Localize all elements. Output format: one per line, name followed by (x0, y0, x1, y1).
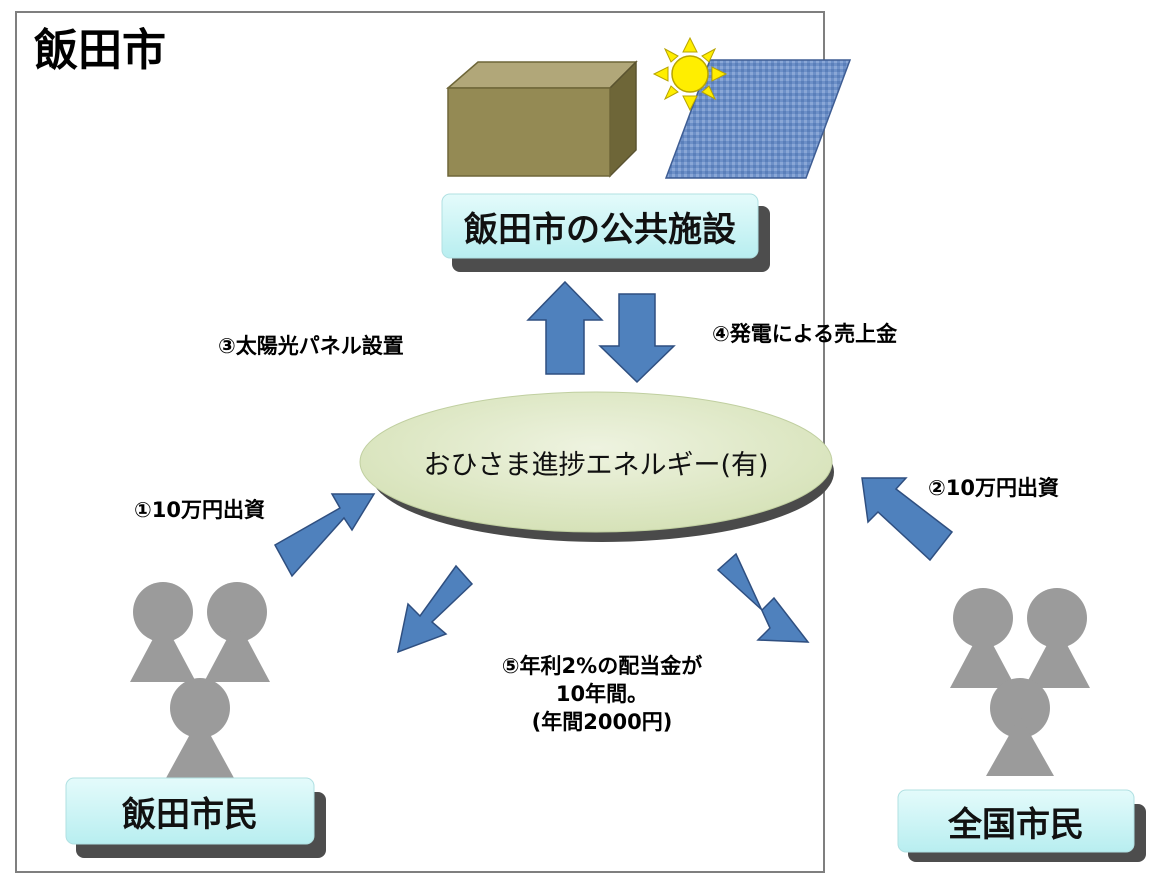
solar-panel-icon (664, 59, 852, 179)
flow-label-step4: ④発電による売上金 (712, 322, 898, 346)
company-label: おひさま進捗エネルギー(有) (423, 449, 769, 481)
region-frame (15, 11, 825, 873)
arrow-up-install (526, 280, 604, 375)
flow-label-step5-line2: 10年間。 (555, 682, 649, 706)
arrow-down-revenue (598, 293, 676, 384)
flow-label-step5-line1: ⑤年利2%の配当金が (501, 654, 703, 678)
arrow-investment-national (861, 477, 954, 562)
flow-label-step1: ①10万円出資 (134, 498, 266, 522)
company-ellipse (359, 391, 834, 542)
flow-label-step5-line3: (年間2000円) (531, 710, 673, 734)
local-citizens-box (65, 777, 326, 858)
building-cube-icon (445, 60, 638, 178)
national-citizens-box (897, 789, 1146, 862)
facility-box (441, 193, 770, 272)
arrow-dividend-national (716, 552, 810, 643)
people-group-icon-local (130, 582, 270, 778)
facility-label: 飯田市の公共施設 (464, 209, 736, 250)
arrow-investment-local (273, 493, 376, 578)
arrow-dividend-local (396, 564, 474, 654)
local-citizens-label: 飯田市民 (122, 794, 258, 835)
flow-label-step2: ②10万円出資 (928, 476, 1060, 500)
sun-icon (652, 36, 728, 112)
region-title: 飯田市 (34, 25, 166, 76)
people-group-icon-national (950, 588, 1090, 776)
flow-label-step3: ③太陽光パネル設置 (218, 334, 404, 358)
national-citizens-label: 全国市民 (948, 804, 1084, 845)
